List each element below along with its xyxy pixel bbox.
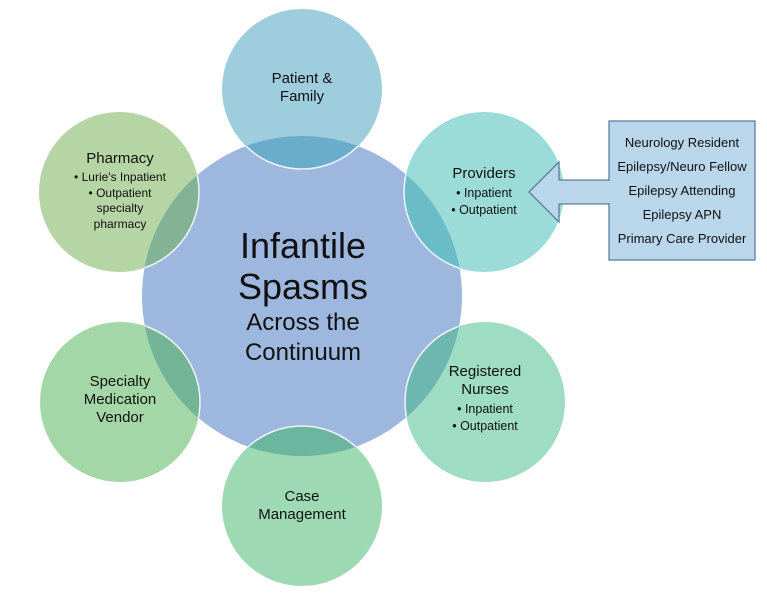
center-circle [142,136,462,456]
node-circle-patient-family [222,9,382,169]
callout-item: Epilepsy/Neuro Fellow [617,159,747,175]
node-providers: Providers Inpatient Outpatient [434,165,534,219]
node-patient-family: Patient & Family [247,70,357,106]
node-title: Providers [452,165,516,182]
callout-item: Epilepsy APN [642,207,722,223]
node-case-management: Case Management [242,488,362,524]
center-title: Infantile Spasms [237,225,369,308]
callout-item: Neurology Resident [624,135,740,150]
callout-list: Neurology Resident Epilepsy/Neuro Fellow… [609,131,755,251]
node-item: Inpatient [430,401,540,418]
node-pharmacy: Pharmacy Lurie's Inpatient Outpatient sp… [64,150,176,232]
callout-item: Primary Care Provider [617,231,747,247]
node-circle-case-management [222,426,382,586]
callout-item: Epilepsy Attending [628,183,736,199]
center-subtitle: Across the Continuum [244,308,362,366]
node-item: Outpatient specialty pharmacy [64,186,176,233]
node-title: Pharmacy [86,150,154,167]
node-item: Inpatient [434,185,534,202]
node-item: Outpatient [434,202,534,219]
node-title: Registered Nurses [448,363,522,398]
node-item: Outpatient [430,418,540,435]
center-label: Infantile Spasms Across the Continuum [183,225,423,368]
node-registered-nurses: Registered Nurses Inpatient Outpatient [430,363,540,435]
node-title: Patient & Family [271,70,333,105]
node-title: Case Management [258,488,346,523]
callout-box [608,120,756,261]
node-title: Specialty Medication Vendor [83,373,157,426]
node-specialty-medication-vendor: Specialty Medication Vendor [70,373,170,427]
node-item: Lurie's Inpatient [64,170,176,186]
